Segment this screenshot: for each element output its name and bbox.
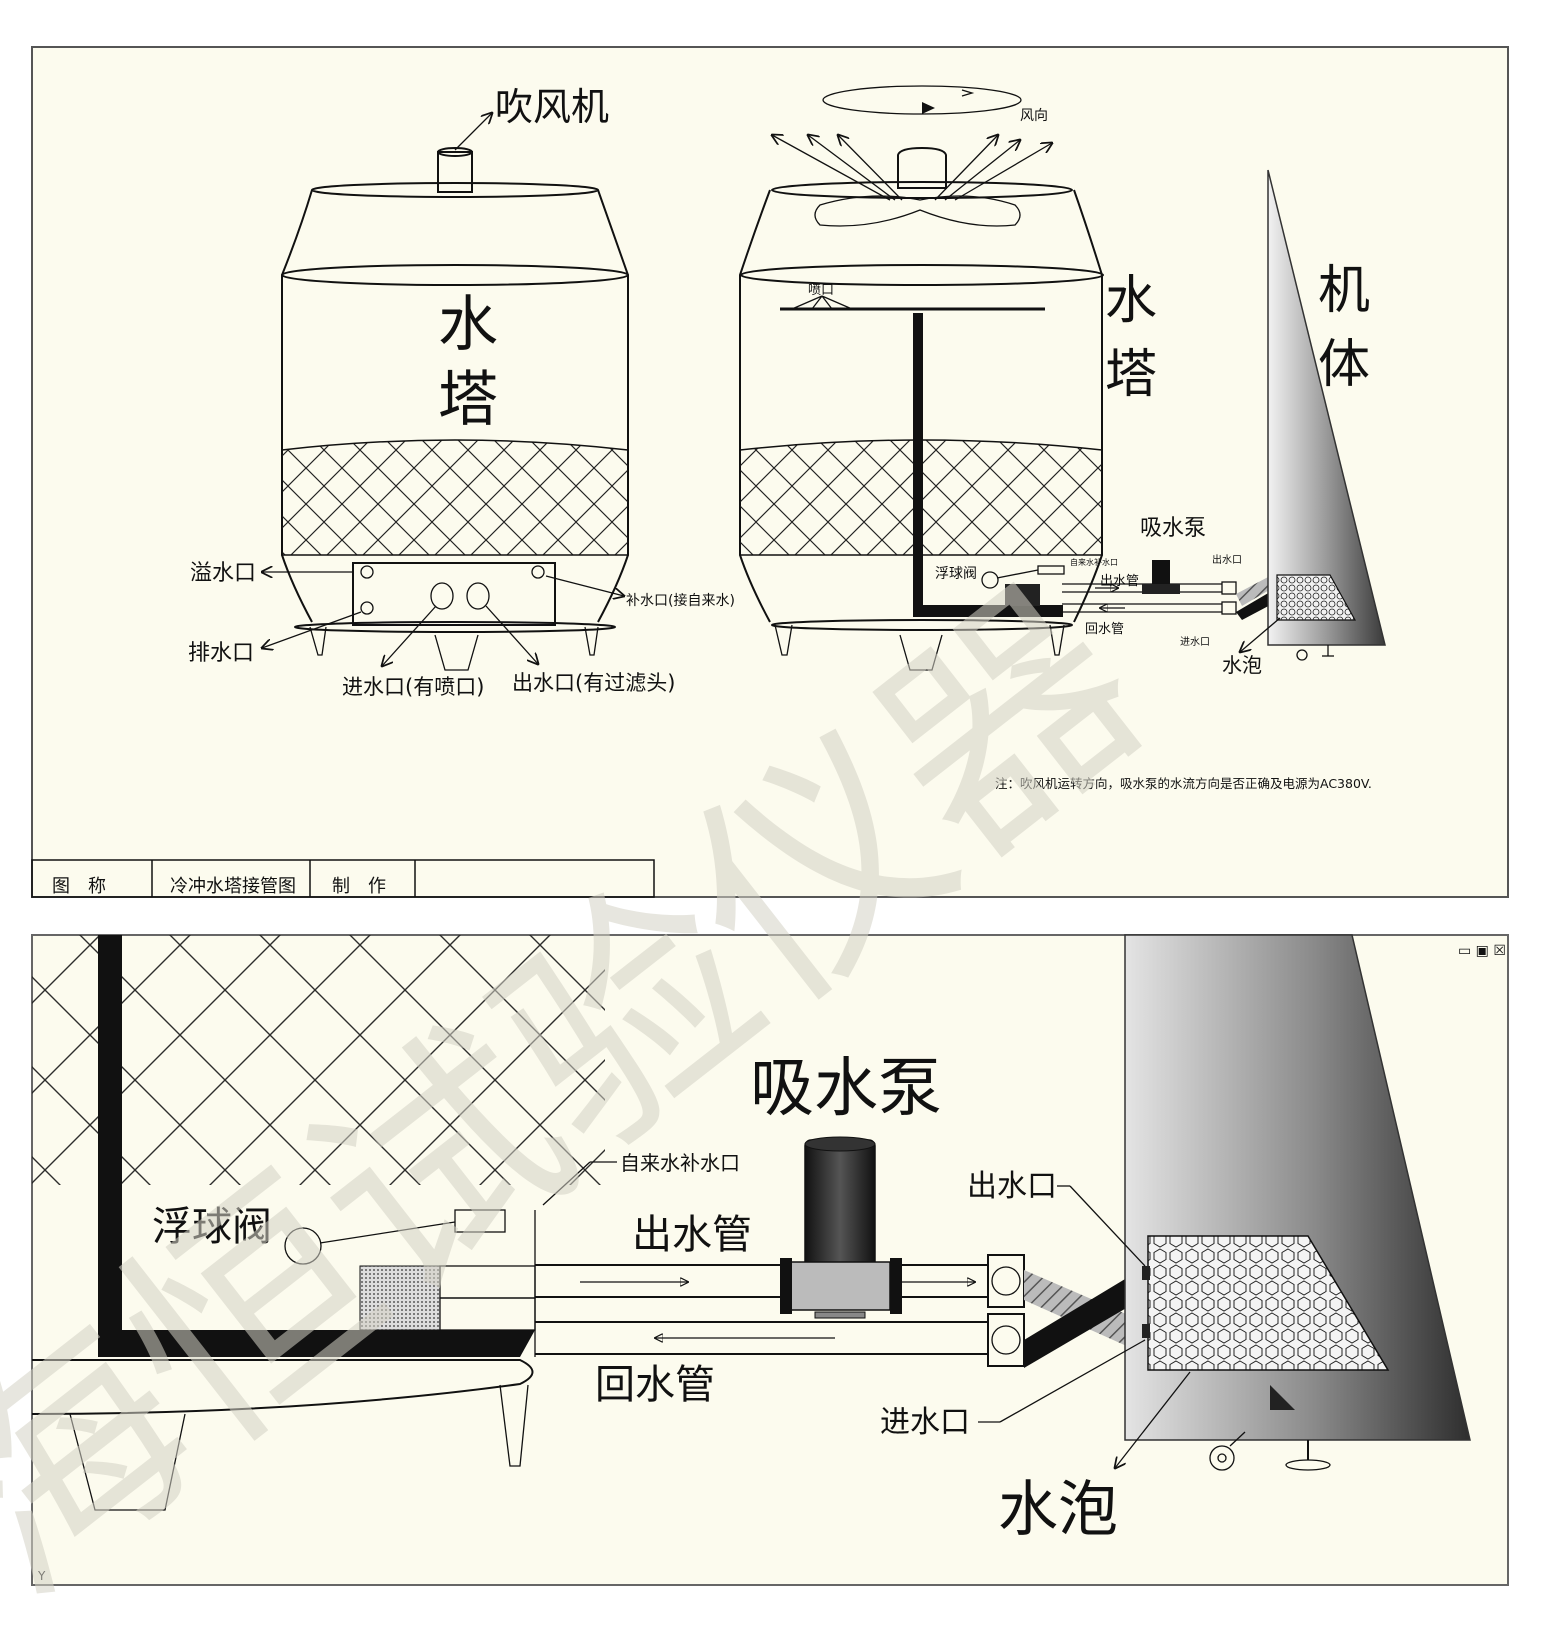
out-pipe-label-small: 出水管 — [1100, 574, 1139, 589]
title-maker-label: 制 作 — [332, 876, 386, 897]
return-pipe-label-small: 回水管 — [1085, 622, 1124, 637]
overflow-label: 溢水口 — [190, 561, 256, 586]
bubble-label-small: 水泡 — [1222, 653, 1262, 677]
machine-label-1: 机 — [1318, 261, 1370, 321]
float-valve-label: 浮球阀 — [152, 1204, 272, 1250]
in-port-label-small: 进水口 — [1180, 636, 1210, 648]
left-tower-label-1: 水 — [438, 290, 498, 360]
outlet-label: 出水口(有过滤头) — [512, 671, 675, 695]
drain-label: 排水口 — [188, 641, 254, 666]
float-valve-label-small: 浮球阀 — [935, 566, 977, 582]
inlet-label: 进水口(有喷口) — [342, 675, 484, 699]
machine-label-2: 体 — [1318, 335, 1370, 395]
window-controls[interactable]: ▭ ▣ ☒ — [1458, 943, 1506, 959]
tap-makeup-label-small: 自来水补水口 — [1070, 557, 1118, 567]
out-port-label-small: 出水口 — [1212, 553, 1242, 566]
makeup-label: 补水口(接自来水) — [626, 592, 735, 609]
tap-makeup-label: 自来水补水口 — [620, 1151, 740, 1175]
blower-label: 吹风机 — [495, 85, 609, 129]
right-tower-label-1: 水 — [1105, 271, 1157, 331]
out-pipe-label: 出水管 — [632, 1212, 752, 1258]
title-name-value: 冷冲水塔接管图 — [170, 876, 296, 897]
left-tower-label-2: 塔 — [438, 365, 498, 435]
left-tower — [281, 147, 629, 671]
wind-direction-label: 风向 — [1020, 108, 1048, 124]
pump-label: 吸水泵 — [750, 1052, 942, 1126]
note-text: 注：吹风机运转方向，吸水泵的水流方向是否正确及电源为AC380V. — [995, 776, 1372, 791]
pump-label-small: 吸水泵 — [1140, 516, 1206, 541]
left-tower-leaders — [262, 113, 624, 666]
bottom-detail — [31, 934, 1471, 1511]
title-block — [31, 859, 655, 898]
right-tower-label-2: 塔 — [1105, 345, 1157, 405]
return-pipe-label: 回水管 — [595, 1362, 715, 1408]
title-name-label: 图 称 — [52, 876, 106, 897]
axis-mark: Y — [37, 1569, 46, 1583]
bubble-label: 水泡 — [998, 1475, 1118, 1545]
out-port-label: 出水口 — [967, 1169, 1057, 1204]
in-port-label: 进水口 — [880, 1405, 970, 1440]
nozzle-label: 喷口 — [808, 283, 834, 298]
right-tower — [739, 85, 1386, 671]
